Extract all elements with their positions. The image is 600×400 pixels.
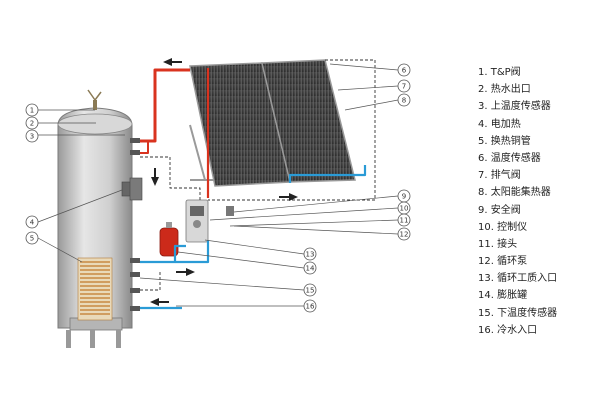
svg-text:7: 7 [402,83,406,91]
arrow-down-icon [151,177,159,186]
legend-item: 11. 接头 [478,238,518,250]
legend-item: 12. 循环泵 [478,256,528,268]
leader-lines [37,63,399,307]
arrow-right-icon [186,268,195,276]
solar-collector [189,59,356,187]
arrow-left-icon [150,298,159,306]
callout-13: 13 [303,247,317,261]
pipes [140,59,376,310]
legend-item: 9. 安全阀 [478,204,521,216]
legend-item: 4. 电加热 [478,118,521,130]
callout-1: 1 [25,103,39,117]
heat-exchange-coil [77,257,113,321]
legend-item: 8. 太阳能集热器 [478,187,551,199]
legend-item: 1. T&P阀 [478,67,521,78]
callout-2: 2 [25,116,39,130]
svg-text:12: 12 [400,231,409,239]
svg-text:16: 16 [306,303,315,311]
arrow-left-icon [163,58,172,66]
callout-5: 5 [25,231,39,245]
callout-10: 10 [397,201,411,215]
legend-item: 13. 循环工质入口 [478,273,558,285]
svg-text:15: 15 [306,287,315,295]
callouts: 1 2 3 4 5 6 7 8 9 10 11 12 13 14 15 16 [25,63,411,313]
svg-text:8: 8 [402,97,406,105]
callout-12: 12 [397,227,411,241]
legend-item: 15. 下温度传感器 [478,307,558,319]
callout-11: 11 [397,213,411,227]
safety-valve [226,206,234,216]
legend-item: 6. 温度传感器 [478,152,541,164]
callout-8: 8 [397,93,411,107]
callout-9: 9 [397,189,411,203]
legend-item: 3. 上温度传感器 [478,101,551,113]
storage-tank [57,89,143,348]
pump-station [159,199,234,257]
svg-text:6: 6 [402,67,407,75]
svg-text:11: 11 [400,217,409,225]
callout-15: 15 [303,283,317,297]
svg-text:5: 5 [30,235,34,243]
svg-text:14: 14 [306,265,315,273]
svg-text:3: 3 [30,133,34,141]
legend-item: 5. 换热铜管 [478,135,531,147]
svg-text:4: 4 [30,219,35,227]
svg-text:13: 13 [306,251,315,259]
legend-item: 7. 排气阀 [478,170,521,182]
svg-text:9: 9 [402,193,406,201]
legend-item: 16. 冷水入口 [478,324,538,336]
callout-6: 6 [397,63,411,77]
legend-item: 2. 热水出口 [478,84,531,96]
callout-16: 16 [303,299,317,313]
arrow-right-icon [289,193,298,201]
svg-text:1: 1 [30,107,34,115]
tp-valve [93,100,97,110]
svg-text:2: 2 [30,120,34,128]
svg-text:10: 10 [400,205,409,213]
legend-item: 14. 膨胀罐 [478,290,528,302]
callout-7: 7 [397,79,411,93]
callout-3: 3 [25,129,39,143]
component-legend: 1. T&P阀 2. 热水出口 3. 上温度传感器 4. 电加热 5. 换热铜管… [478,64,557,339]
callout-4: 4 [25,215,39,229]
legend-item: 10. 控制仪 [478,221,528,233]
flow-arrows [150,58,298,306]
callout-14: 14 [303,261,317,275]
